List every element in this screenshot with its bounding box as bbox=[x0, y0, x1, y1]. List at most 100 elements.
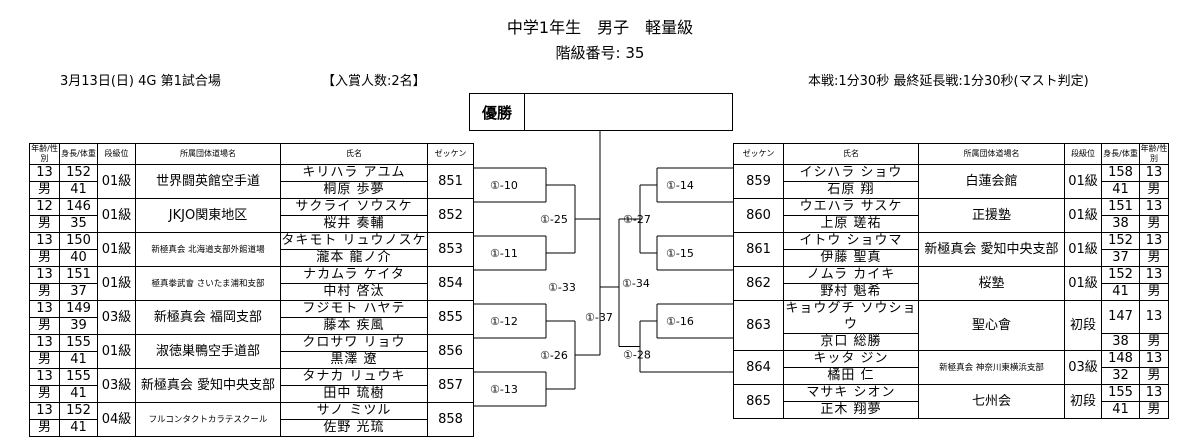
entry-zekken: 857 bbox=[427, 368, 474, 403]
entry-name: 黒澤 遼 bbox=[280, 351, 428, 369]
entry-weight: 41 bbox=[59, 181, 98, 199]
entry-height: 151 bbox=[1101, 198, 1140, 216]
entry-zekken: 853 bbox=[427, 232, 474, 267]
entry-height: 149 bbox=[59, 300, 98, 318]
match-label: ①-13 bbox=[490, 383, 518, 396]
entry-weight: 39 bbox=[59, 317, 98, 335]
entry-zekken: 856 bbox=[427, 334, 474, 369]
entry-zekken: 855 bbox=[427, 300, 474, 335]
match-label: ①-26 bbox=[540, 349, 568, 362]
entry-weight: 35 bbox=[59, 215, 98, 233]
entry-age: 13 bbox=[29, 368, 60, 386]
entry-kana: ウエハラ サスケ bbox=[783, 198, 919, 216]
entry-rank: 03級 bbox=[1064, 350, 1102, 385]
match-label: ①-27 bbox=[623, 213, 651, 226]
match-label: ①-34 bbox=[622, 277, 650, 290]
entry-dojo: 新極真会 愛知中央支部 bbox=[918, 232, 1065, 267]
entry-height: 155 bbox=[1101, 384, 1140, 402]
champion-box: 優勝 bbox=[469, 93, 733, 131]
entry-kana: フジモト ハヤテ bbox=[280, 300, 428, 318]
entry-name: 石原 翔 bbox=[783, 181, 919, 199]
entry-rank: 初段 bbox=[1064, 300, 1102, 351]
entry-age: 13 bbox=[1139, 266, 1169, 284]
entry-name: 伊藤 聖真 bbox=[783, 249, 919, 267]
match-label: ①-10 bbox=[490, 179, 518, 192]
entry-weight: 38 bbox=[1101, 333, 1140, 351]
entry-name: 瀧本 龍ノ介 bbox=[280, 249, 428, 267]
entry-rank: 03級 bbox=[97, 368, 136, 403]
entry-dojo: 白蓮会館 bbox=[918, 164, 1065, 199]
class-number: 階級番号: 35 bbox=[555, 44, 645, 62]
entry-name: 京口 総勝 bbox=[783, 333, 919, 351]
entry-rank: 01級 bbox=[1064, 164, 1102, 199]
entry-dojo: 極真拳武會 さいたま浦和支部 bbox=[135, 266, 281, 301]
entry-gender: 男 bbox=[29, 283, 60, 301]
winners-info: 【入賞人数:2名】 bbox=[322, 74, 426, 89]
entry-kana: キッタ ジン bbox=[783, 350, 919, 368]
entry-kana: タナカ リュウキ bbox=[280, 368, 428, 386]
rules-info: 本戦:1分30秒 最終延長戦:1分30秒(マスト判定) bbox=[808, 74, 1089, 89]
entry-name: 橘田 仁 bbox=[783, 367, 919, 385]
entry-name: 田中 琉樹 bbox=[280, 385, 428, 403]
entry-age: 12 bbox=[29, 198, 60, 216]
entry-dojo: 新極真会 愛知中央支部 bbox=[135, 368, 281, 403]
entry-zekken: 852 bbox=[427, 198, 474, 233]
entry-height: 158 bbox=[1101, 164, 1140, 182]
champion-label: 優勝 bbox=[470, 94, 525, 130]
entry-dojo: 聖心會 bbox=[918, 300, 1065, 351]
match-label: ①-37 bbox=[585, 311, 613, 324]
entry-zekken: 864 bbox=[733, 350, 784, 385]
match-label: ①-25 bbox=[540, 213, 568, 226]
match-label: ①-16 bbox=[666, 315, 694, 328]
entry-gender: 男 bbox=[29, 249, 60, 267]
entry-height: 147 bbox=[1101, 300, 1140, 334]
entry-rank: 01級 bbox=[97, 198, 136, 233]
entry-gender: 男 bbox=[1139, 283, 1169, 301]
match-label: ①-11 bbox=[490, 247, 518, 260]
entry-dojo: JKJO関東地区 bbox=[135, 198, 281, 233]
entry-rank: 01級 bbox=[97, 164, 136, 199]
entry-rank: 01級 bbox=[1064, 266, 1102, 301]
date-info: 3月13日(日) 4G 第1試合場 bbox=[60, 74, 221, 89]
match-label: ①-28 bbox=[623, 349, 651, 362]
entry-dojo: 淑徳巣鴨空手道部 bbox=[135, 334, 281, 369]
entry-zekken: 851 bbox=[427, 164, 474, 199]
entry-zekken: 854 bbox=[427, 266, 474, 301]
entry-name: 桐原 歩夢 bbox=[280, 181, 428, 199]
match-label: ①-12 bbox=[490, 315, 518, 328]
entry-kana: タキモト リュウノスケ bbox=[280, 232, 428, 250]
bracket-lines: ①-10①-11①-12①-13①-25①-26①-33①-37①-14①-15… bbox=[473, 131, 733, 407]
entry-weight: 40 bbox=[59, 249, 98, 267]
entry-age: 13 bbox=[1139, 198, 1169, 216]
entry-weight: 37 bbox=[1101, 249, 1140, 267]
match-label: ①-14 bbox=[666, 179, 694, 192]
entry-dojo: 世界闘英館空手道 bbox=[135, 164, 281, 199]
entry-weight: 41 bbox=[59, 419, 98, 437]
entry-kana: キョウグチ ソウショウ bbox=[783, 300, 919, 334]
entry-gender: 男 bbox=[1139, 215, 1169, 233]
entry-dojo: 新極真会 福岡支部 bbox=[135, 300, 281, 335]
entry-name: 佐野 光琉 bbox=[280, 419, 428, 437]
page-title: 中学1年生 男子 軽量級 bbox=[506, 18, 694, 37]
entry-name: 野村 魁希 bbox=[783, 283, 919, 301]
